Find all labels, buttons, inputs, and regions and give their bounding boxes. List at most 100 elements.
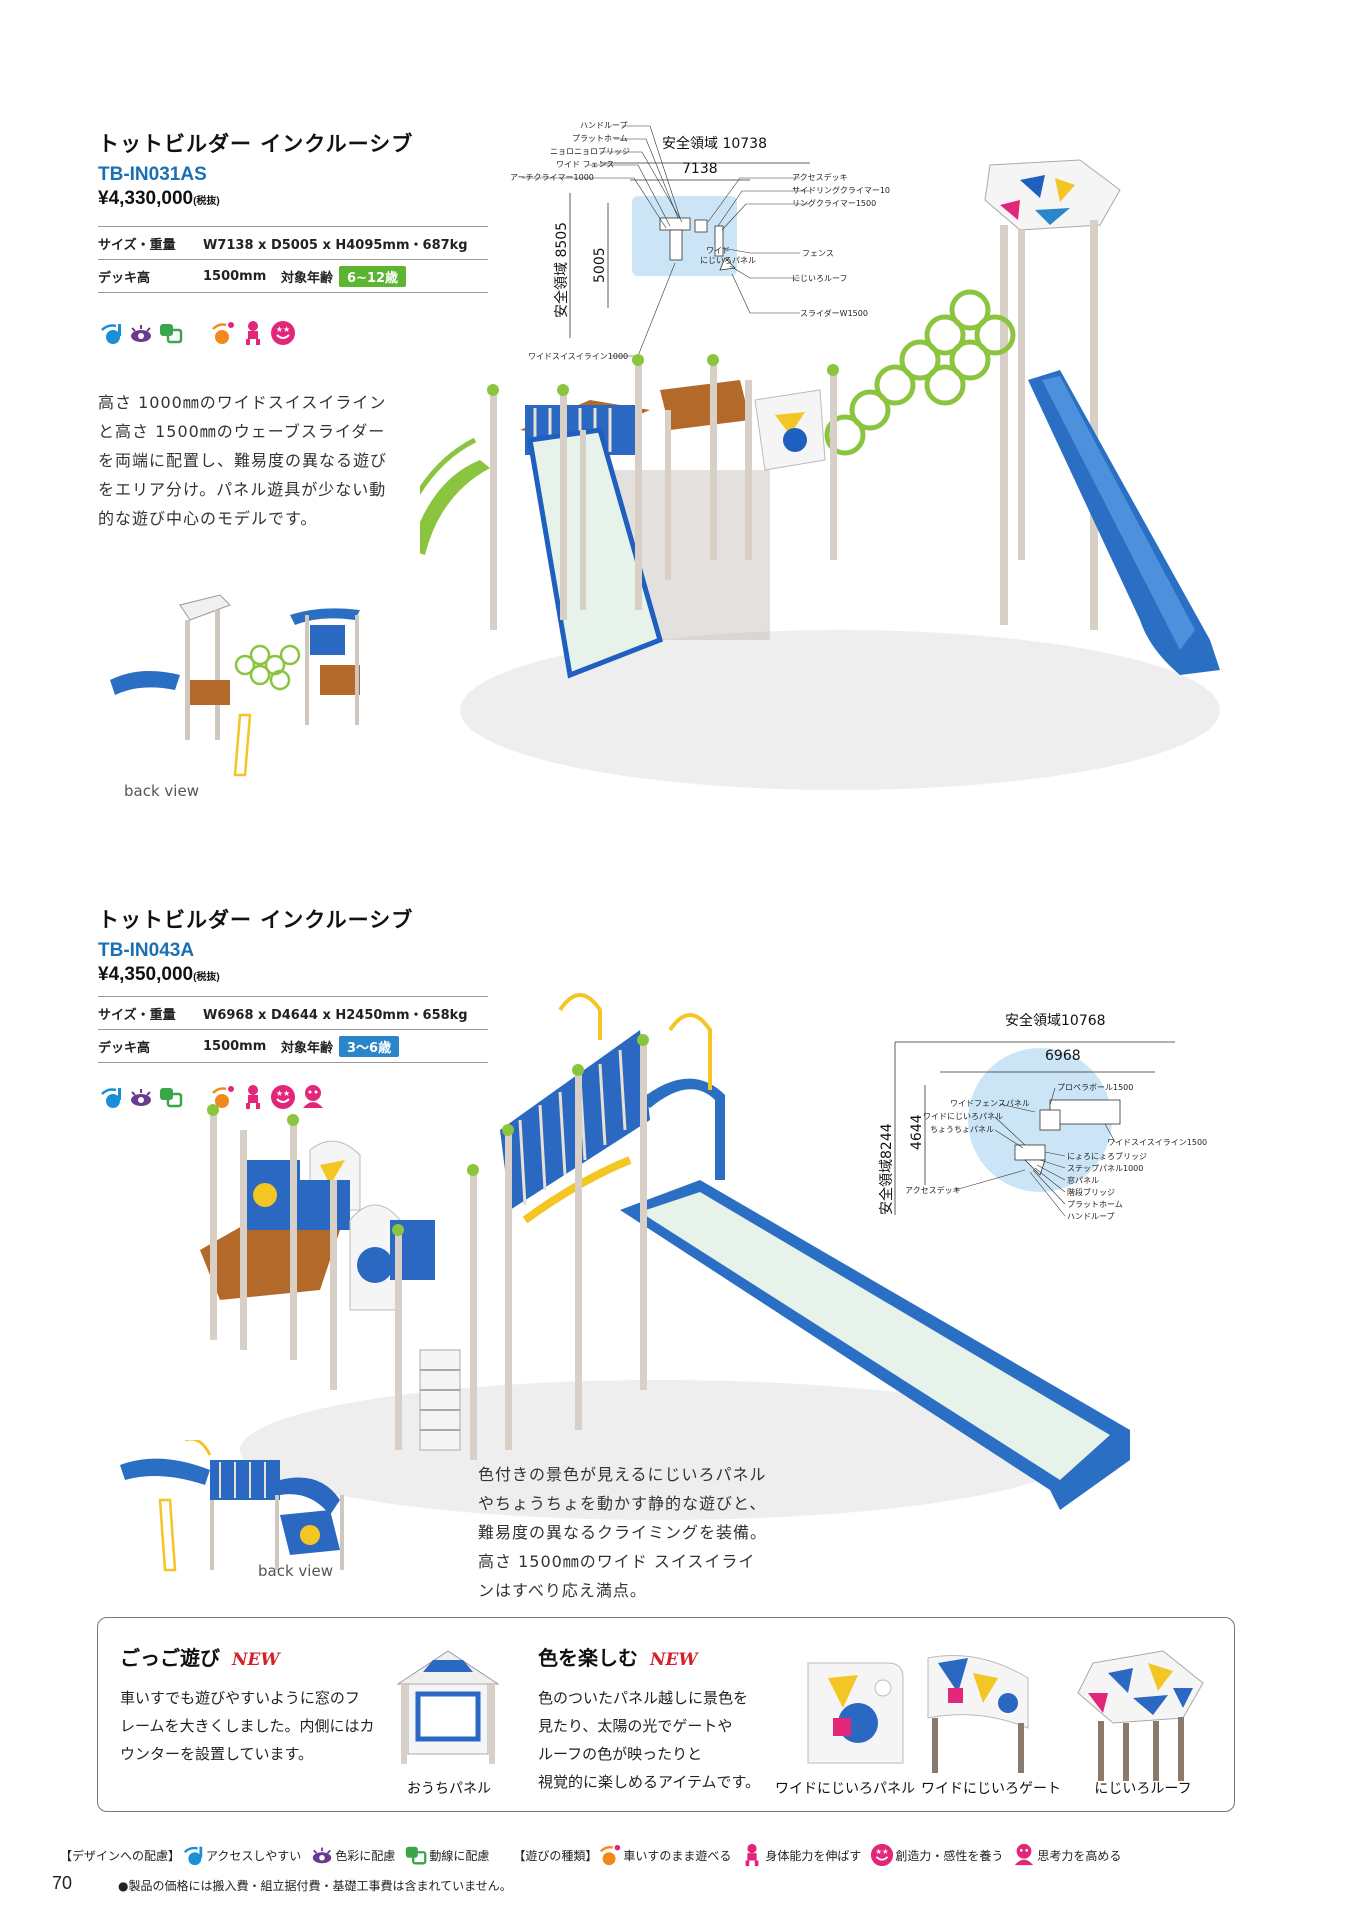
product2-icons: ★★ (98, 1084, 326, 1110)
safety-width: 安全領域 10738 (662, 135, 767, 152)
product2-dimension-diagram: 安全領域10768 6968 安全領域8244 4644 プロペラボール1500… (878, 1012, 1207, 1221)
age-label: 対象年齢 (281, 270, 334, 286)
feat-line: ルーフの色が映ったりと (538, 1745, 703, 1763)
creativity-icon: ★★ (869, 1842, 895, 1868)
feature-left-text: 車いすでも遊びやすいように窓のフ レームを大きくしました。内側にはカ ウンターを… (120, 1684, 420, 1768)
label-platform: プラットホーム (1067, 1200, 1123, 1209)
product1-icons: ★★ (98, 320, 296, 346)
size-value: W6968 x D4644 x H2450mm・658kg (203, 1007, 468, 1023)
rainbow-roof-image (1077, 1650, 1204, 1781)
product2-code: TB-IN043A (98, 940, 195, 961)
label-wide-fence-panel: ワイドフェンスパネル (950, 1099, 1030, 1108)
label-wide-swing: ワイドスイスイライン1500 (1107, 1138, 1207, 1147)
safety-depth: 安全領域8244 (878, 1123, 895, 1215)
label-wide-fence: ワイド フェンス (556, 160, 614, 169)
label-handloop: ハンドループ (580, 121, 628, 130)
product1-size-row: サイズ・重量 W7138 x D5005 x H4095mm・687kg (98, 227, 488, 260)
size-value: W7138 x D5005 x H4095mm・687kg (203, 237, 468, 253)
rainbow-roof-caption: にじいろルーフ (1094, 1781, 1192, 1797)
safety-width: 安全領域10768 (1005, 1012, 1106, 1029)
label-access-deck: アクセスデッキ (792, 172, 848, 182)
feat-line: 視覚的に楽しめるアイテムです。 (538, 1773, 761, 1791)
house-panel-image (396, 1650, 500, 1764)
feature-left-title: ごっご遊び (120, 1646, 220, 1670)
physical-ability-icon (240, 1084, 266, 1110)
legend-thinking: 思考力を高める (1011, 1842, 1121, 1868)
feat-line: レームを大きくしました。内側にはカ (120, 1717, 375, 1735)
label-platform: プラットホーム (572, 134, 628, 143)
product2-spec-table: サイズ・重量 W6968 x D4644 x H2450mm・658kg デッキ… (98, 996, 488, 1063)
product2-price-tax: (税抜) (193, 972, 220, 983)
product2-size-row: サイズ・重量 W6968 x D4644 x H2450mm・658kg (98, 997, 488, 1030)
product1-dimension-diagram: 安全領域 10738 7138 安全領域 8505 5005 ハンドループ プラ… (510, 121, 890, 361)
size-label: サイズ・重量 (98, 1007, 176, 1023)
legend-accessible: アクセスしやすい (180, 1842, 301, 1868)
label-wide: ワイド (706, 246, 730, 255)
deck-value: 1500mm (203, 1038, 267, 1054)
product2-header: トットビルダー インクルーシブ TB-IN043A ¥4,350,000(税抜) (98, 904, 413, 986)
design-legend-label: 【デザインへの配慮】 (60, 1848, 181, 1863)
legend-flow-care: 動線に配慮 (403, 1842, 489, 1868)
label-stair-bridge: 階段ブリッジ (1067, 1187, 1115, 1197)
wide-rainbow-gate-caption: ワイドにじいろゲート (921, 1781, 1061, 1797)
product2-deck-row: デッキ高 1500mm 対象年齢 3～6歳 (98, 1030, 488, 1063)
svg-text:★★: ★★ (276, 325, 290, 334)
feat-line: 見たり、太陽の光でゲートや (538, 1717, 733, 1735)
desc-line: をエリア分け。パネル遊具が少ない動 (98, 480, 387, 499)
wide-rainbow-gate-image (927, 1655, 1029, 1773)
product2-price: ¥4,350,000(税抜) (98, 964, 413, 986)
price-note: ●製品の価格には搬入費・組立据付費・基礎工事費は含まれていません。 (118, 1879, 512, 1893)
product1-spec-table: サイズ・重量 W7138 x D5005 x H4095mm・687kg デッキ… (98, 226, 488, 293)
new-badge: NEW (650, 1650, 698, 1670)
legend-wheelchair-play-label: 車いすのまま遊べる (623, 1848, 732, 1863)
label-rainbow-roof: にじいろルーフ (792, 274, 848, 283)
svg-text:★★: ★★ (276, 1089, 290, 1098)
desc-line: やちょうちょを動かす静的な遊びと、 (478, 1494, 767, 1513)
label-fence: フェンス (802, 249, 834, 258)
label-arch-climber: アーチクライマー1000 (510, 173, 594, 182)
legend-color-care-label: 色彩に配慮 (335, 1848, 396, 1863)
product1-description: 高さ 1000㎜のワイドスイスイライン と高さ 1500㎜のウェーブスライダー … (98, 388, 438, 533)
deck-label: デッキ高 (98, 270, 151, 286)
wheelchair-play-icon (597, 1842, 623, 1868)
accessible-icon (180, 1842, 206, 1868)
footer-legend: 【デザインへの配慮】 アクセスしやすい 色彩に配慮 動線に配慮 【遊びの種類】 … (60, 1842, 1240, 1868)
product1-price: ¥4,330,000(税抜) (98, 188, 413, 210)
label-butterfly-panel: ちょうちょパネル (930, 1125, 994, 1134)
desc-line: 高さ 1000㎜のワイドスイスイライン (98, 393, 387, 412)
wheelchair-play-icon (210, 1084, 236, 1110)
label-access-deck: アクセスデッキ (905, 1185, 961, 1195)
desc-line: を両端に配置し、難易度の異なる遊び (98, 451, 388, 470)
age-label: 対象年齢 (281, 1040, 334, 1056)
label-propeller: プロペラボール1500 (1057, 1083, 1133, 1092)
product2-title: トットビルダー インクルーシブ (98, 908, 414, 932)
page-number: 70 (52, 1873, 73, 1893)
depth: 5005 (592, 247, 608, 283)
label-rainbow-panel: にじいろパネル (700, 256, 756, 265)
desc-line: 難易度の異なるクライミングを装備。 (478, 1523, 768, 1542)
label-step-panel: ステップパネル1000 (1067, 1164, 1143, 1173)
flow-care-icon (403, 1842, 429, 1868)
product1-title: トットビルダー インクルーシブ (98, 132, 414, 156)
width: 6968 (1045, 1048, 1081, 1064)
desc-line: 高さ 1500㎜のワイド スイスイライ (478, 1552, 756, 1571)
legend-accessible-label: アクセスしやすい (206, 1848, 302, 1863)
desc-line: 色付きの景色が見えるにじいろパネル (478, 1465, 767, 1484)
product2-price-value: ¥4,350,000 (98, 964, 194, 985)
label-wide-rainbow-panel: ワイドにじいろパネル (923, 1112, 1003, 1121)
product1-code: TB-IN031AS (98, 164, 207, 185)
legend-color-care: 色彩に配慮 (309, 1842, 395, 1868)
feat-line: ウンターを設置しています。 (120, 1745, 314, 1763)
label-side-ring: サイドリングクライマー1000 (792, 185, 890, 195)
depth: 4644 (909, 1114, 925, 1150)
legend-physical-label: 身体能力を伸ばす (765, 1848, 862, 1863)
product2-back-view-image (120, 1440, 344, 1572)
product2-description: 色付きの景色が見えるにじいろパネル やちょうちょを動かす静的な遊びと、 難易度の… (478, 1460, 808, 1605)
physical-ability-icon (739, 1842, 765, 1868)
product2-main-image (200, 993, 1130, 1520)
legend-creativity-label: 創造力・感性を養う (895, 1848, 1004, 1863)
color-care-icon (128, 1084, 154, 1110)
